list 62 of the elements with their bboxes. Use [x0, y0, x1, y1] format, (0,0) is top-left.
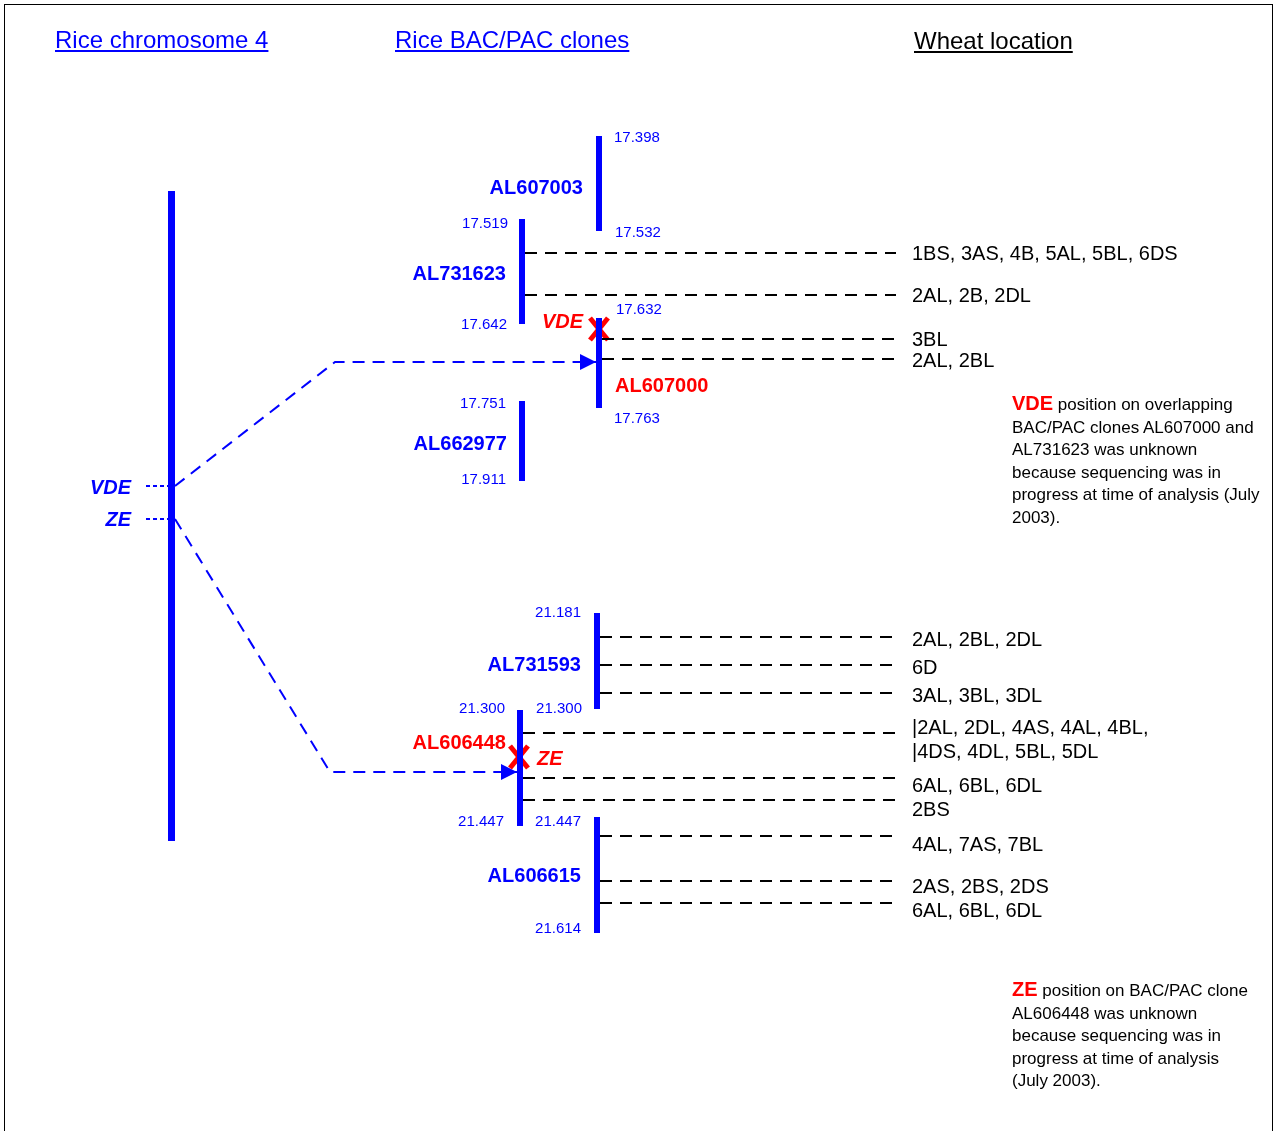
connector-line — [601, 338, 897, 340]
gene-label: VDE — [82, 475, 146, 499]
clone-name: AL607003 — [489, 175, 583, 199]
connector-line — [524, 252, 897, 254]
connector-line — [524, 294, 897, 296]
position-value: 17.532 — [615, 223, 661, 241]
clone-bar — [519, 401, 525, 481]
position-value: 21.447 — [535, 812, 581, 830]
position-value: 17.398 — [614, 128, 660, 146]
clone-name: AL731593 — [487, 652, 581, 676]
column-heading: Rice chromosome 4 — [55, 26, 269, 54]
clone-bar — [519, 219, 525, 324]
clone-name: AL607000 — [615, 373, 709, 397]
arrow — [174, 354, 597, 487]
leader-line — [145, 485, 169, 487]
clone-bar — [596, 318, 602, 408]
position-value: 17.632 — [616, 300, 662, 318]
column-heading: Wheat location — [914, 27, 1073, 55]
note-text: ZE position on BAC/PAC clone AL606448 was unknown because sequencing was in progress at time of analysis (July 2003). — [1012, 978, 1249, 1092]
wheat-location-text: |2AL, 2DL, 4AS, 4AL, 4BL, |4DS, 4DL, 5BL, 5DL — [896, 715, 1174, 763]
position-value: 21.300 — [459, 699, 505, 717]
gene-position-label: VDE — [542, 309, 584, 333]
clone-bar — [594, 613, 600, 709]
wheat-location-text: 6AL, 6BL, 6DL — [896, 898, 1043, 922]
clone-name: AL662977 — [413, 431, 507, 455]
connector-line — [522, 777, 897, 779]
wheat-location-text: 3BL — [896, 327, 948, 351]
wheat-location-text: 6D — [896, 655, 938, 679]
note-text: VDE position on overlapping BAC/PAC clones AL607000 and AL731623 was unknown because sequencing was in progress at time of analysis (July 2003). — [1012, 392, 1261, 529]
clone-name: AL606448 — [412, 730, 506, 754]
clone-name: AL731623 — [412, 261, 506, 285]
column-heading: Rice BAC/PAC clones — [395, 26, 630, 54]
position-value: 17.751 — [460, 394, 506, 412]
clone-bar — [594, 817, 600, 933]
leader-line — [145, 518, 169, 520]
position-value: 21.614 — [535, 919, 581, 937]
wheat-location-text: 4AL, 7AS, 7BL — [896, 832, 1044, 856]
position-value: 17.763 — [614, 409, 660, 427]
arrow — [174, 518, 518, 780]
position-value: 21.181 — [535, 603, 581, 621]
position-value: 21.447 — [458, 812, 504, 830]
connector-line — [522, 732, 897, 734]
position-value: 17.519 — [462, 214, 508, 232]
wheat-location-text: 2BS — [896, 797, 950, 821]
clone-bar — [596, 136, 602, 231]
clone-name: AL606615 — [487, 863, 581, 887]
position-value: 21.300 — [536, 699, 582, 717]
wheat-location-text: 6AL, 6BL, 6DL — [896, 773, 1043, 797]
position-value: 17.642 — [461, 315, 507, 333]
chromosome-bar — [168, 191, 175, 841]
wheat-location-text: 2AL, 2BL — [896, 348, 995, 372]
wheat-location-text: 3AL, 3BL, 3DL — [896, 683, 1043, 707]
clone-bar — [517, 710, 523, 826]
wheat-location-text: 2AL, 2BL, 2DL — [896, 627, 1043, 651]
wheat-location-text: 2AS, 2BS, 2DS — [896, 874, 1049, 898]
wheat-location-text: 2AL, 2B, 2DL — [896, 283, 1031, 307]
gene-label: ZE — [82, 507, 146, 531]
wheat-location-text: 1BS, 3AS, 4B, 5AL, 5BL, 6DS — [896, 241, 1178, 265]
position-value: 17.911 — [461, 470, 506, 488]
connector-line — [601, 358, 897, 360]
connector-line — [522, 799, 897, 801]
gene-position-label: ZE — [537, 746, 563, 770]
